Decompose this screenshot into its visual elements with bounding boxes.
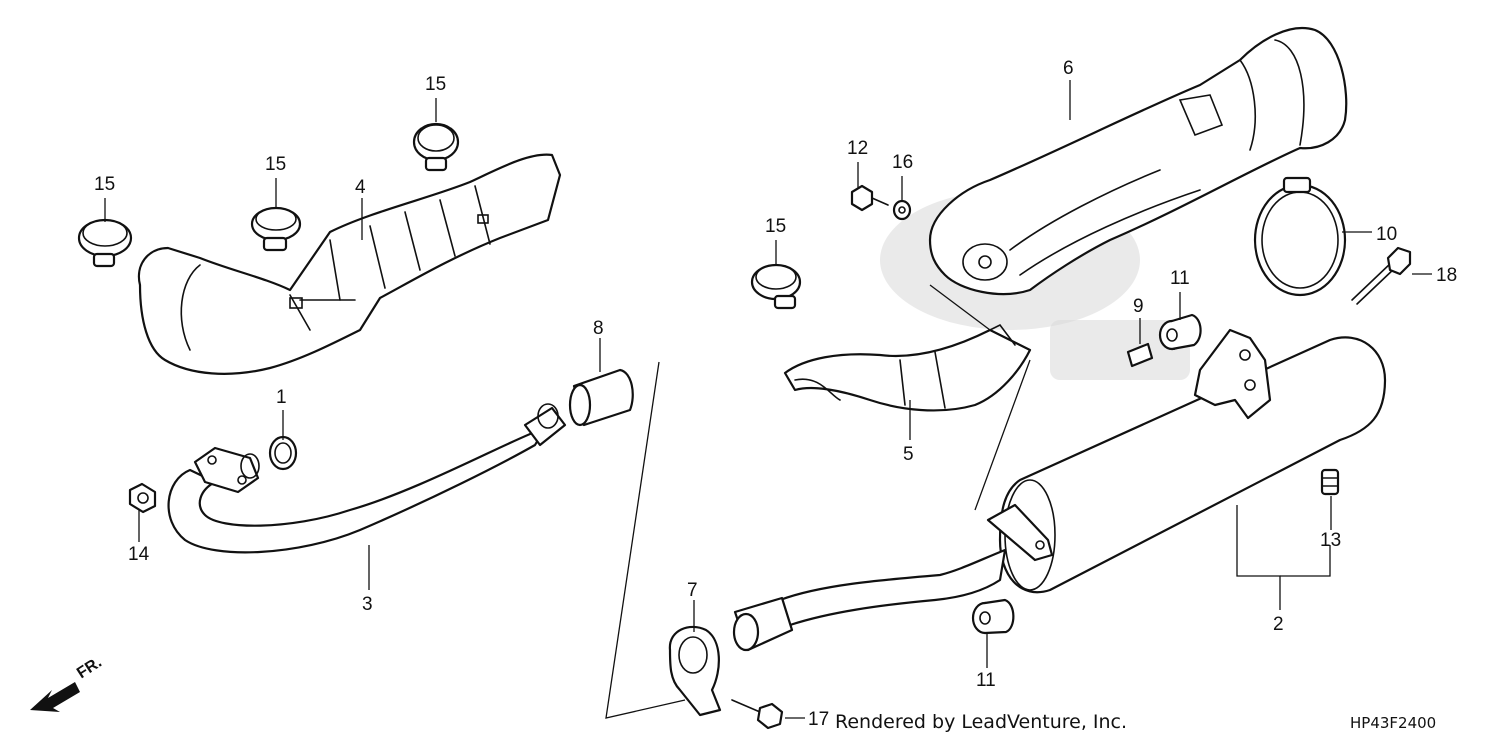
- callout-3: 3: [362, 594, 373, 615]
- callout-15-a: 15: [94, 174, 115, 195]
- part-10-band-clamp: [1253, 176, 1347, 297]
- callout-11-upper: 11: [1170, 268, 1190, 289]
- part-3-exhaust-pipe: [167, 403, 567, 554]
- callout-16: 16: [892, 152, 913, 173]
- callout-11-lower: 11: [976, 670, 996, 691]
- callout-12: 12: [847, 138, 868, 159]
- part-1-gasket: [268, 435, 298, 471]
- part-4-heat-protector: [137, 153, 562, 375]
- callout-14: 14: [128, 544, 150, 565]
- part-14-nut: [128, 482, 157, 514]
- part-17-bolt: [731, 699, 784, 730]
- leader-lines: [104, 80, 1432, 719]
- part-11-rubber-upper: [1158, 313, 1202, 351]
- callout-9: 9: [1133, 296, 1144, 317]
- callout-10: 10: [1376, 224, 1397, 245]
- part-7-clamp: [668, 625, 722, 717]
- callout-2: 2: [1273, 614, 1284, 635]
- callout-7: 7: [687, 580, 698, 601]
- part-15-clamp-d: [750, 263, 802, 310]
- part-15-clamp-b: [250, 206, 302, 252]
- part-2-muffler: [732, 328, 1387, 652]
- callout-1: 1: [276, 387, 287, 408]
- part-12-bolt: [850, 184, 889, 212]
- callout-labels: 1 2 3 4 5 6 7 8 9 10 11 11 12 13 14 15 1…: [94, 58, 1457, 730]
- part-18-bolt: [1351, 246, 1412, 305]
- part-8-sleeve: [568, 368, 634, 427]
- callout-15-b: 15: [265, 154, 286, 175]
- callout-5: 5: [903, 444, 914, 465]
- render-credit: Rendered by LeadVenture, Inc.: [835, 711, 1128, 733]
- part-16-washer: [892, 199, 912, 221]
- callout-13: 13: [1320, 530, 1341, 551]
- part-15-clamp-c: [412, 122, 460, 172]
- part-5-protector: [783, 323, 1032, 412]
- part-11-rubber-lower: [971, 598, 1015, 635]
- callout-15-c: 15: [425, 74, 446, 95]
- part-15-clamp-a: [77, 218, 133, 268]
- callout-18: 18: [1436, 265, 1457, 286]
- part-9-collar: [1126, 342, 1154, 368]
- callout-4: 4: [355, 177, 366, 198]
- callout-6: 6: [1063, 58, 1074, 79]
- part-13-bolt: [1320, 468, 1340, 496]
- part-6-muffler-protector: [928, 27, 1348, 296]
- drawing-code: HP43F2400: [1350, 714, 1437, 732]
- callout-17: 17: [808, 709, 829, 730]
- callout-15-d: 15: [765, 216, 786, 237]
- front-direction-arrow-icon: [30, 682, 80, 712]
- callout-8: 8: [593, 318, 604, 339]
